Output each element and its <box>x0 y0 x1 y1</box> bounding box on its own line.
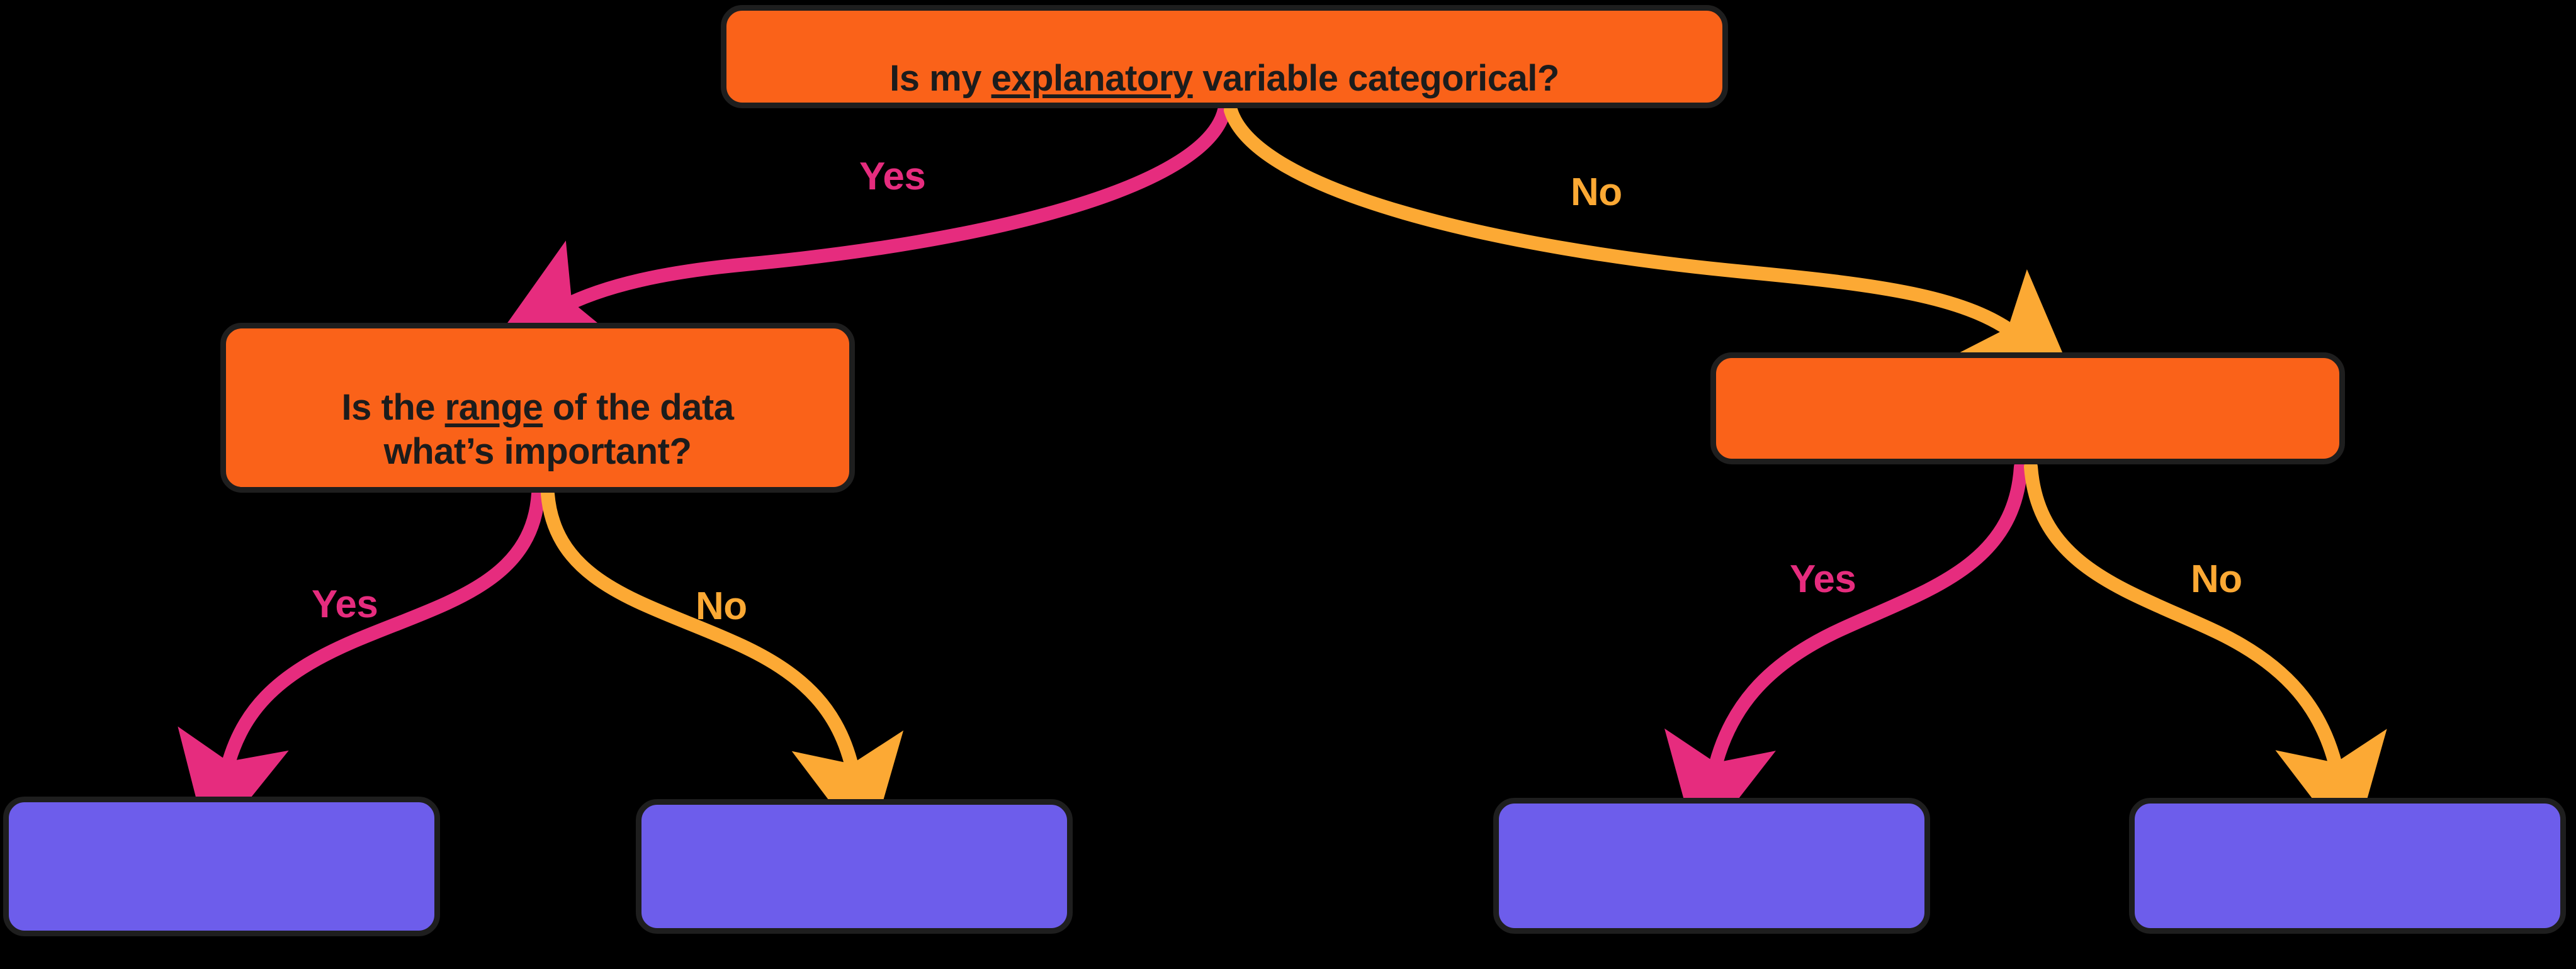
edge-root-yes <box>492 103 1231 344</box>
edge-label-left-no: No <box>696 585 747 628</box>
edge-label-right-yes: Yes <box>1790 557 1856 601</box>
node-leaf-1[interactable] <box>3 797 440 936</box>
node-leaf-4[interactable] <box>2129 798 2566 934</box>
edge-label-left-yes: Yes <box>312 583 378 626</box>
edge-label-root-no: No <box>1571 171 1622 214</box>
edge-label-right-no: No <box>2191 557 2242 601</box>
node-leaf-2[interactable] <box>636 799 1073 934</box>
node-root-question-text: Is my explanatory variable categorical? <box>890 58 1559 99</box>
edge-left-yes <box>178 487 545 849</box>
edge-left-no <box>541 487 904 853</box>
edge-right-yes <box>1664 460 2028 851</box>
edge-right-no <box>2024 460 2387 851</box>
edge-root-no <box>1224 103 2077 386</box>
node-root-question[interactable]: Is my explanatory variable categorical? <box>721 5 1728 108</box>
node-right-question[interactable] <box>1710 352 2345 464</box>
node-leaf-3[interactable] <box>1493 798 1930 934</box>
edge-label-root-yes: Yes <box>859 155 926 198</box>
